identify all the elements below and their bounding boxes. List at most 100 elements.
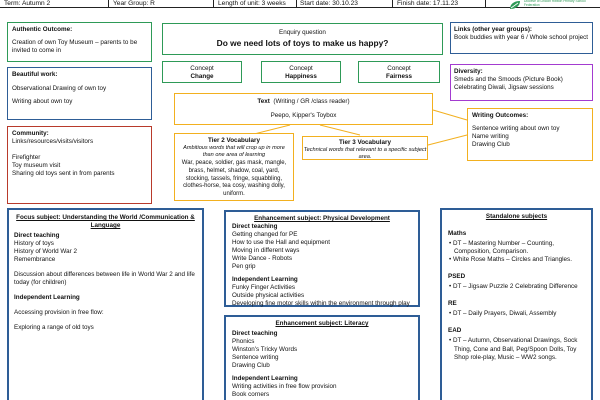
community-title: Community: — [12, 130, 49, 137]
psed-item: • DT – Jigsaw Puzzle 2 Celebrating Diffe… — [449, 283, 578, 291]
writing-outcome-line: Drawing Club — [472, 141, 510, 149]
school-logo: Diocese of Lincoln Ribbon Primary School… — [508, 0, 600, 10]
enquiry-question: Do we need lots of toys to make us happy… — [216, 38, 389, 49]
focus-direct-item: Remembrance — [14, 256, 56, 264]
concept-box-fairness: Concept Fairness — [358, 61, 440, 83]
concept-name: Happiness — [285, 73, 317, 81]
physical-development-box: Enhancement subject: Physical Developmen… — [224, 210, 420, 307]
standalone-subjects-box: Standalone subjects Maths • DT – Masteri… — [440, 208, 593, 400]
authentic-outcome-box: Authentic Outcome: Creation of own Toy M… — [7, 22, 152, 62]
literacy-direct-item: Drawing Club — [232, 362, 270, 370]
header-bar — [0, 0, 600, 8]
tier3-note: Technical words that relevant to a speci… — [303, 147, 427, 161]
physical-independent-item: Developing fine motor skills within the … — [232, 300, 410, 308]
psed-title: PSED — [448, 273, 466, 281]
community-line: Sharing old toys sent in from parents — [12, 170, 115, 178]
diversity-line: Celebrating Diwali, Jigsaw sessions — [454, 84, 554, 92]
writing-outcome-line: Name writing — [472, 133, 509, 141]
header-divider — [213, 0, 214, 8]
header-term: Term: Autumn 2 — [4, 0, 51, 7]
writing-outcome-line: Sentence writing about own toy — [472, 125, 560, 133]
concept-label: Concept — [289, 65, 313, 72]
concept-label: Concept — [387, 65, 411, 72]
literacy-direct-item: Winston's Tricky Words — [232, 346, 298, 354]
header-length: Length of unit: 3 weeks — [218, 0, 286, 7]
header-year-group: Year Group: R — [113, 0, 155, 7]
focus-subject-box: Focus subject: Understanding the World /… — [7, 208, 204, 400]
physical-direct-item: Pen grip — [232, 263, 256, 271]
text-title: Text — [257, 98, 270, 105]
links-box: Links (other year groups): Book buddies … — [450, 22, 593, 54]
concept-name: Fairness — [386, 73, 412, 81]
header-finish-date: Finish date: 17.11.23 — [397, 0, 459, 7]
leaf-logo-icon — [510, 1, 520, 9]
maths-item: • DT – Mastering Number – Counting, Comp… — [449, 240, 554, 256]
header-divider — [108, 0, 109, 8]
literacy-direct-title: Direct teaching — [232, 330, 278, 338]
header-divider — [485, 0, 486, 8]
physical-independent-title: Independent Learning — [232, 276, 298, 284]
community-line: Toy museum visit — [12, 162, 61, 170]
text-value: Peepo, Kipper's Toybox — [270, 112, 337, 120]
tier3-title: Tier 3 Vocabulary — [339, 139, 391, 146]
physical-direct-item: Write Dance - Robots — [232, 255, 293, 263]
literacy-direct-item: Phonics — [232, 338, 255, 346]
physical-independent-item: Funky Finger Activities — [232, 284, 295, 292]
ead-title: EAD — [448, 327, 462, 335]
focus-direct-item: History of World War 2 — [14, 248, 77, 256]
tier2-title: Tier 2 Vocabulary — [208, 137, 260, 144]
focus-direct-title: Direct teaching — [14, 232, 60, 240]
physical-direct-item: Getting changed for PE — [232, 231, 298, 239]
ead-item: • DT – Autumn, Observational Drawings, S… — [449, 337, 578, 361]
header-divider — [296, 0, 297, 8]
focus-subject-title: Focus subject: Understanding the World /… — [16, 214, 195, 230]
beautiful-work-line: Observational Drawing of own toy — [12, 85, 107, 93]
school-name: Diocese of Lincoln Ribbon Primary School… — [524, 0, 586, 7]
links-title: Links (other year groups): — [454, 26, 533, 33]
maths-item: • White Rose Maths – Circles and Triangl… — [449, 256, 572, 264]
concept-box-change: Concept Change — [162, 61, 242, 83]
beautiful-work-line: Writing about own toy — [12, 98, 73, 106]
literacy-independent-item: Writing activities in free flow provisio… — [232, 383, 337, 391]
physical-independent-item: Outside physical activities — [232, 292, 305, 300]
header-divider — [392, 0, 393, 8]
beautiful-work-title: Beautiful work: — [12, 71, 58, 78]
literacy-independent-item: Book corners — [232, 391, 270, 399]
tier2-box: Tier 2 Vocabulary Ambitious words that w… — [174, 133, 294, 201]
links-text: Book buddies with year 6 / Whole school … — [454, 34, 589, 42]
literacy-direct-item: Sentence writing — [232, 354, 279, 362]
text-box: Text (Writing / GR /class reader) Peepo,… — [174, 93, 433, 125]
enquiry-label: Enquiry question — [279, 29, 326, 36]
physical-direct-item: How to use the Hall and equipment — [232, 239, 331, 247]
tier2-words: War, peace, soldier, gas mask, mangle, b… — [181, 160, 287, 198]
authentic-outcome-text: Creation of own Toy Museum – parents to … — [12, 39, 138, 55]
physical-direct-item: Moving in different ways — [232, 247, 300, 255]
focus-discussion: Discussion about differences between lif… — [14, 271, 195, 287]
physical-direct-title: Direct teaching — [232, 223, 278, 231]
tier2-note: Ambitious words that will crop up in mor… — [183, 145, 285, 159]
text-note: (Writing / GR /class reader) — [273, 98, 350, 105]
focus-independent-title: Independent Learning — [14, 294, 80, 302]
writing-outcomes-box: Writing Outcomes: Sentence writing about… — [467, 108, 593, 161]
diversity-line: Smeds and the Smoods (Picture Book) — [454, 76, 563, 84]
concept-label: Concept — [190, 65, 214, 72]
focus-independent-item: Exploring a range of old toys — [14, 324, 94, 332]
focus-direct-item: History of toys — [14, 240, 54, 248]
writing-outcomes-title: Writing Outcomes: — [472, 112, 529, 119]
maths-title: Maths — [448, 230, 467, 238]
concept-box-happiness: Concept Happiness — [261, 61, 341, 83]
tier3-box: Tier 3 Vocabulary Technical words that r… — [302, 136, 428, 160]
community-subtitle: Links/resources/visits/visitors — [12, 138, 94, 146]
literacy-title: Enhancement subject: Literacy — [275, 320, 369, 327]
authentic-outcome-title: Authentic Outcome: — [12, 26, 73, 33]
re-item: • DT – Daily Prayers, Diwali, Assembly — [449, 310, 557, 318]
literacy-box: Enhancement subject: Literacy Direct tea… — [224, 315, 420, 400]
concept-name: Change — [190, 73, 214, 81]
community-line: Firefighter — [12, 154, 41, 162]
re-title: RE — [448, 300, 457, 308]
beautiful-work-box: Beautiful work: Observational Drawing of… — [7, 67, 152, 120]
standalone-title: Standalone subjects — [485, 213, 548, 220]
diversity-title: Diversity: — [454, 68, 483, 75]
community-box: Community: Links/resources/visits/visito… — [7, 126, 152, 204]
literacy-independent-title: Independent Learning — [232, 375, 298, 383]
